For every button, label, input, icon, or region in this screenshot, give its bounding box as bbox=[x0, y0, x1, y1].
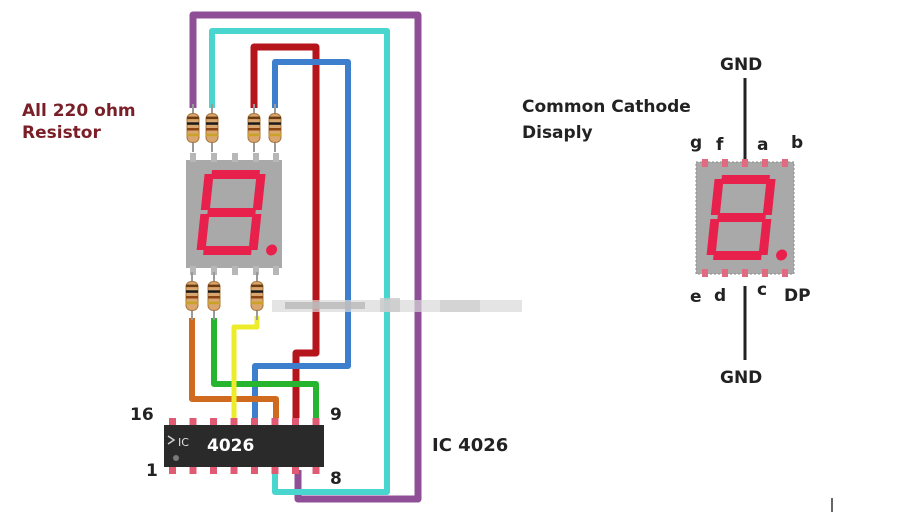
segment-label-a: a bbox=[757, 135, 769, 155]
resistor bbox=[207, 272, 221, 320]
pin-label-8: 8 bbox=[330, 469, 342, 489]
wire-green bbox=[211, 318, 319, 418]
ic-pin bbox=[169, 418, 176, 426]
resistor bbox=[205, 104, 219, 152]
seven-segment-display-right bbox=[695, 78, 795, 360]
ic-pin bbox=[230, 466, 238, 474]
ic-notch-dot bbox=[173, 455, 179, 461]
segment-label-f: f bbox=[716, 135, 724, 155]
segment-label-e: e bbox=[690, 287, 702, 307]
segment-label-c: c bbox=[757, 280, 768, 300]
ic-pin bbox=[292, 418, 299, 426]
display-digit-left bbox=[196, 170, 278, 256]
display-top-pins-left bbox=[190, 153, 279, 162]
resistor bbox=[250, 272, 264, 320]
gnd-top-label: GND bbox=[720, 55, 763, 75]
blur-smear bbox=[272, 298, 522, 312]
ic-pin bbox=[271, 418, 279, 426]
resistor-note: All 220 ohm Resistor bbox=[22, 101, 136, 143]
ic-body bbox=[164, 425, 324, 467]
display-top-pins-right bbox=[702, 159, 788, 167]
ic-4026-chip bbox=[164, 418, 324, 474]
resistor bbox=[247, 104, 261, 152]
resistors-bottom bbox=[185, 272, 264, 320]
ic-pin bbox=[271, 466, 279, 474]
ic-pin bbox=[251, 418, 258, 426]
gnd-bottom-label: GND bbox=[720, 368, 763, 388]
ic-chip-label: 4026 bbox=[207, 436, 255, 456]
ic-orientation-mark bbox=[167, 435, 176, 445]
seven-segment-display-left bbox=[186, 153, 282, 275]
pin-label-1: 1 bbox=[146, 461, 158, 481]
pin-label-9: 9 bbox=[330, 405, 342, 425]
ic-prefix-label: IC bbox=[178, 436, 189, 449]
ic-pin bbox=[312, 466, 320, 474]
segment-label-d: d bbox=[714, 286, 727, 306]
ic-pin bbox=[230, 418, 238, 426]
ic-pin bbox=[292, 466, 299, 474]
display-bottom-pins-left bbox=[190, 266, 279, 275]
segment-label-dp: DP bbox=[784, 286, 811, 306]
ic-caption: IC 4026 bbox=[432, 435, 509, 456]
ic-pin bbox=[189, 418, 197, 426]
display-bottom-pins-right bbox=[702, 269, 788, 277]
segment-label-b: b bbox=[791, 133, 804, 153]
wire-blue bbox=[252, 59, 351, 418]
pin-label-16: 16 bbox=[130, 405, 154, 425]
ic-pin bbox=[210, 418, 217, 426]
display-title: Common Cathode Disaply bbox=[522, 97, 691, 143]
resistors-top bbox=[186, 104, 282, 152]
resistor bbox=[268, 104, 282, 152]
ic-pin bbox=[210, 466, 217, 474]
segment-label-g: g bbox=[690, 133, 703, 153]
resistor bbox=[186, 104, 200, 152]
ic-pin bbox=[189, 466, 197, 474]
ic-bottom-pins bbox=[169, 466, 320, 474]
ic-pin bbox=[251, 466, 258, 474]
display-digit-right bbox=[706, 175, 788, 261]
wire-yellow bbox=[231, 316, 260, 418]
resistor bbox=[185, 272, 199, 320]
wire-cyan bbox=[209, 28, 390, 495]
ic-pin bbox=[312, 418, 320, 426]
ic-top-pins bbox=[169, 418, 320, 426]
ic-pin bbox=[169, 466, 176, 474]
